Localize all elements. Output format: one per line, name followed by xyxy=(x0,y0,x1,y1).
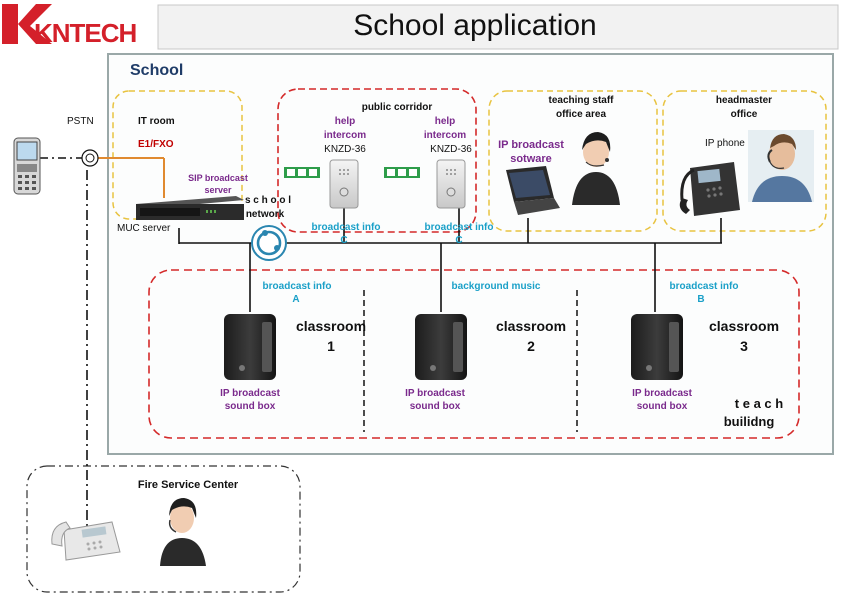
sound-box-3-label-1: IP broadcast xyxy=(632,388,692,399)
intercom-1-label-1: help xyxy=(334,116,356,127)
classroom-2-number: 2 xyxy=(527,338,535,354)
school-label: School xyxy=(130,62,184,79)
broadcast-software-label-2: sotware xyxy=(510,153,552,165)
intercom-2-model: KNZD-36 xyxy=(430,144,472,155)
sound-box-1-label-1: IP broadcast xyxy=(220,388,280,399)
intercom-2-label-2: intercom xyxy=(423,130,467,141)
pstn-label: PSTN xyxy=(67,116,94,127)
e1-fxo-label: E1/FXO xyxy=(138,139,174,150)
broadcast-info-b: broadcast info xyxy=(669,281,739,292)
classroom-3-label: classroom xyxy=(708,318,780,334)
classroom-1-label: classroom xyxy=(295,318,367,334)
kntech-logo xyxy=(2,4,52,44)
operator-headset-avatar xyxy=(572,132,620,205)
classroom-1-number: 1 xyxy=(327,338,335,354)
ip-phone-label: IP phone xyxy=(705,138,745,149)
sound-box-3-label-2: sound box xyxy=(636,401,688,412)
exit-sign-icon xyxy=(284,167,320,178)
page-title: School application xyxy=(353,9,597,42)
ip-sound-box-icon xyxy=(224,314,276,380)
school-network-label-2: network xyxy=(245,209,285,220)
school-frame xyxy=(107,53,834,455)
broadcast-info-c1: broadcast info xyxy=(311,222,381,233)
intercom-1-label-2: intercom xyxy=(323,130,367,141)
broadcast-info-c1-tag: C xyxy=(340,235,348,246)
staff-zone xyxy=(488,90,658,232)
broadcast-software-label-1: IP broadcast xyxy=(498,139,564,151)
exit-sign-icon xyxy=(384,167,420,178)
staff-title-1: teaching staff xyxy=(548,95,614,106)
school-network-label-1: s c h o o l xyxy=(244,195,292,206)
headmaster-headset-avatar xyxy=(748,130,814,202)
fire-center-title: Fire Service Center xyxy=(137,479,239,491)
sound-box-2-label-1: IP broadcast xyxy=(405,388,465,399)
intercom-1-model: KNZD-36 xyxy=(324,144,366,155)
sound-box-2-label-2: sound box xyxy=(409,401,461,412)
sound-box-1-label-2: sound box xyxy=(224,401,276,412)
building-zone xyxy=(148,269,800,439)
help-intercom-device xyxy=(436,159,466,209)
classroom-3-number: 3 xyxy=(740,338,748,354)
broadcast-info-a: broadcast info xyxy=(262,281,332,292)
broadcast-info-c2-tag: C xyxy=(455,235,463,246)
mobile-phone-icon xyxy=(13,137,41,195)
brand-logo-text: KNTECH xyxy=(34,18,137,48)
broadcast-info-b-tag: B xyxy=(697,294,705,305)
it-room-title: IT room xyxy=(138,116,175,127)
teach-building-label-1: t e a c h xyxy=(734,396,784,411)
laptop-icon xyxy=(506,166,560,215)
sip-server-label-2: server xyxy=(204,185,232,195)
headmaster-title-2: office xyxy=(730,109,758,120)
staff-title-2: office area xyxy=(555,109,607,120)
title-banner xyxy=(157,4,839,50)
ip-sound-box-icon xyxy=(631,314,683,380)
desk-phone-icon xyxy=(51,521,121,561)
ip-sound-box-icon xyxy=(415,314,467,380)
broadcast-info-c2: broadcast info xyxy=(424,222,494,233)
help-intercom-device xyxy=(329,159,359,209)
corridor-zone xyxy=(277,88,477,233)
headmaster-title-1: headmaster xyxy=(715,95,773,106)
fire-center-zone xyxy=(26,465,301,593)
ip-phone-icon xyxy=(679,162,740,216)
muc-server-icon xyxy=(136,196,244,220)
intercom-2-label-1: help xyxy=(434,116,456,127)
broadcast-info-a-tag: A xyxy=(292,294,300,305)
fire-operator-headset-avatar xyxy=(160,498,206,566)
network-switch-icon xyxy=(251,225,287,261)
headmaster-zone xyxy=(662,90,827,232)
corridor-title: public corridor xyxy=(361,102,433,113)
muc-server-label: MUC server xyxy=(117,223,171,234)
pstn-icon xyxy=(81,149,99,167)
sip-server-label-1: SIP broadcast xyxy=(188,173,248,183)
teach-building-label-2: builidng xyxy=(723,414,775,429)
classroom-2-label: classroom xyxy=(495,318,567,334)
background-music-label: background music xyxy=(451,281,541,292)
